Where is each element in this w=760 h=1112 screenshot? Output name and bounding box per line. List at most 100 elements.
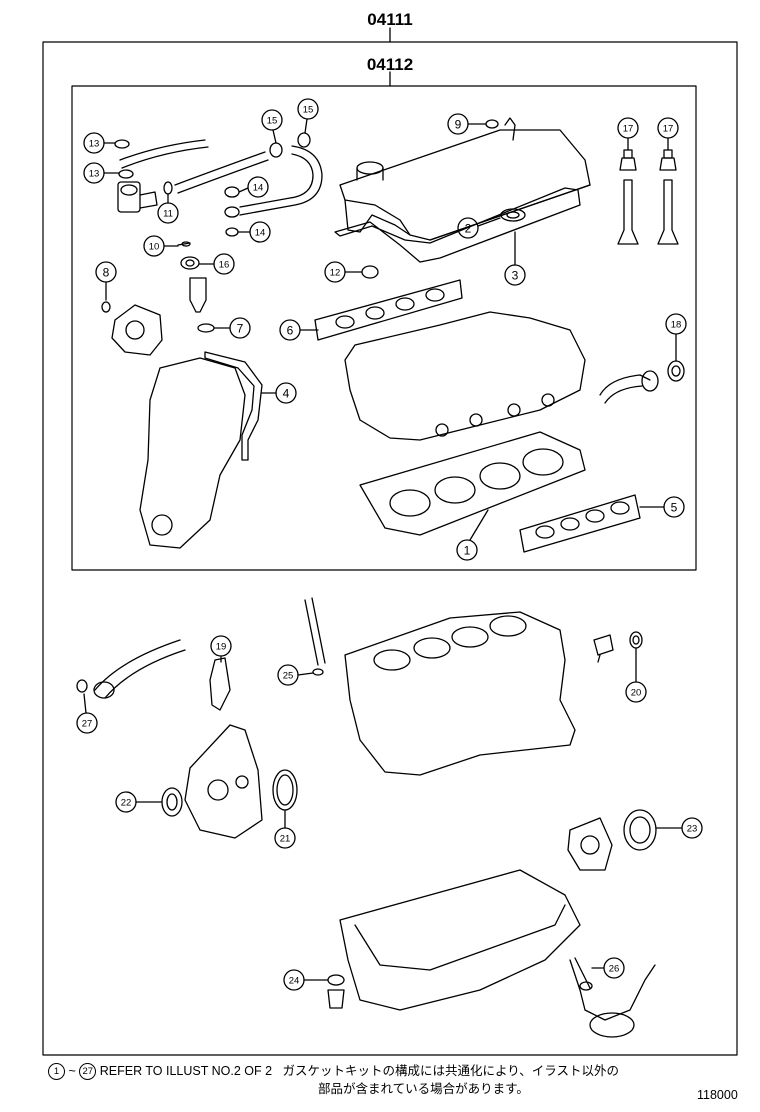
svg-text:12: 12 [330,268,341,279]
callout-13-lower: 13 [83,162,120,184]
range-tilde: ~ [68,1064,76,1078]
callout-2: 2 [457,217,501,239]
svg-text:17: 17 [623,124,634,135]
svg-text:24: 24 [289,976,300,987]
valve-stem-seal-left [617,149,639,245]
footnote-line-2: 部品が含まれている場合があります。 [318,1081,529,1098]
injector [189,277,215,333]
svg-text:2: 2 [465,222,472,236]
svg-text:10: 10 [149,242,160,253]
svg-text:13: 13 [89,169,100,180]
svg-text:15: 15 [303,105,314,116]
svg-text:25: 25 [283,671,294,682]
callout-6: 6 [279,319,319,341]
callout-26: 26 [591,957,625,979]
o-ring-11 [163,181,173,195]
callout-10: 10 [143,235,179,257]
svg-text:7: 7 [237,322,244,336]
cylinder-head-gasket [359,431,586,536]
footnote-line-1: 1 ~ 27 REFER TO ILLUST NO.2 OF 2 ガスケットキッ… [48,1063,619,1081]
footnote-japanese-1: ガスケットキットの構成には共通化により、イラスト以外の [282,1064,619,1078]
range-end-badge: 27 [79,1063,97,1081]
svg-text:23: 23 [687,824,698,835]
inner-part-number: 04112 [367,55,413,74]
callout-11: 11 [157,193,179,224]
water-inlet-pipe [93,639,186,699]
upper-pipe [119,139,209,169]
svg-text:27: 27 [82,719,93,730]
callout-5: 5 [639,496,685,518]
callout-14-upper: 14 [238,176,269,198]
svg-text:22: 22 [121,798,132,809]
callout-16: 16 [198,253,235,275]
gasket-10 [177,241,191,247]
oil-pump [184,724,263,839]
seal-20 [629,631,643,649]
callout-12: 12 [324,261,363,283]
footnote-japanese-2: 部品が含まれている場合があります。 [318,1082,529,1096]
intake-manifold-gasket [314,279,463,341]
callout-15-right: 15 [297,98,319,134]
rear-seal-retainer [567,817,613,871]
callout-14-lower: 14 [237,221,271,243]
callout-4: 4 [261,382,297,404]
valve-stem-seal-right [657,149,679,245]
callout-17-left: 17 [617,117,639,151]
crank-seal-22 [161,787,183,817]
svg-text:14: 14 [253,183,264,194]
hose-clamps-15 [269,132,311,158]
timing-cover [139,357,246,549]
exhaust-manifold-gasket [519,494,641,553]
gasket-13-b [118,169,134,179]
gasket-13-a [114,139,130,149]
callout-19: 19 [210,635,232,663]
cover-grommet [485,119,499,129]
svg-text:11: 11 [163,209,173,220]
svg-text:9: 9 [455,118,462,132]
svg-text:4: 4 [283,387,290,401]
illustration-code: 118000 [697,1088,738,1102]
svg-text:5: 5 [671,501,678,515]
footnote-english: REFER TO ILLUST NO.2 OF 2 [99,1064,273,1078]
idle-valve [117,181,158,213]
callout-1: 1 [456,509,489,561]
range-start-badge: 1 [48,1063,65,1081]
svg-text:1: 1 [464,544,471,558]
callout-27: 27 [76,693,98,734]
outer-part-number: 04111 [367,10,412,29]
oil-pan [339,869,581,1011]
callout-20: 20 [625,647,647,703]
svg-text:26: 26 [609,964,620,975]
cylinder-head [344,311,586,441]
svg-text:19: 19 [216,642,227,653]
svg-text:3: 3 [512,269,519,283]
cylinder-block [344,611,576,776]
throttle-body [111,304,163,356]
callout-25: 25 [277,664,314,686]
svg-text:14: 14 [255,228,266,239]
callout-13-upper: 13 [83,132,116,154]
hose-clamps-14 [224,186,240,237]
sensor-plug [593,634,614,663]
callout-7: 7 [214,317,251,339]
injector-seal-16 [180,256,200,270]
svg-text:15: 15 [267,116,278,127]
hose-bend [239,145,323,216]
rear-oil-seal-23 [623,809,657,851]
callout-24: 24 [283,969,329,991]
svg-text:17: 17 [663,124,674,135]
o-ring-27 [76,679,88,693]
callout-17-right: 17 [657,117,679,151]
o-ring-8 [101,301,111,313]
callout-21: 21 [274,809,296,849]
callout-23: 23 [655,817,703,839]
spark-plug-tube-seal [500,208,526,222]
svg-text:20: 20 [631,688,642,699]
dipstick-tube [304,597,326,676]
callout-18: 18 [665,313,687,362]
timing-cover-gasket [204,351,263,461]
svg-text:16: 16 [219,260,230,271]
callout-15-left: 15 [261,109,283,144]
svg-text:21: 21 [280,834,291,845]
